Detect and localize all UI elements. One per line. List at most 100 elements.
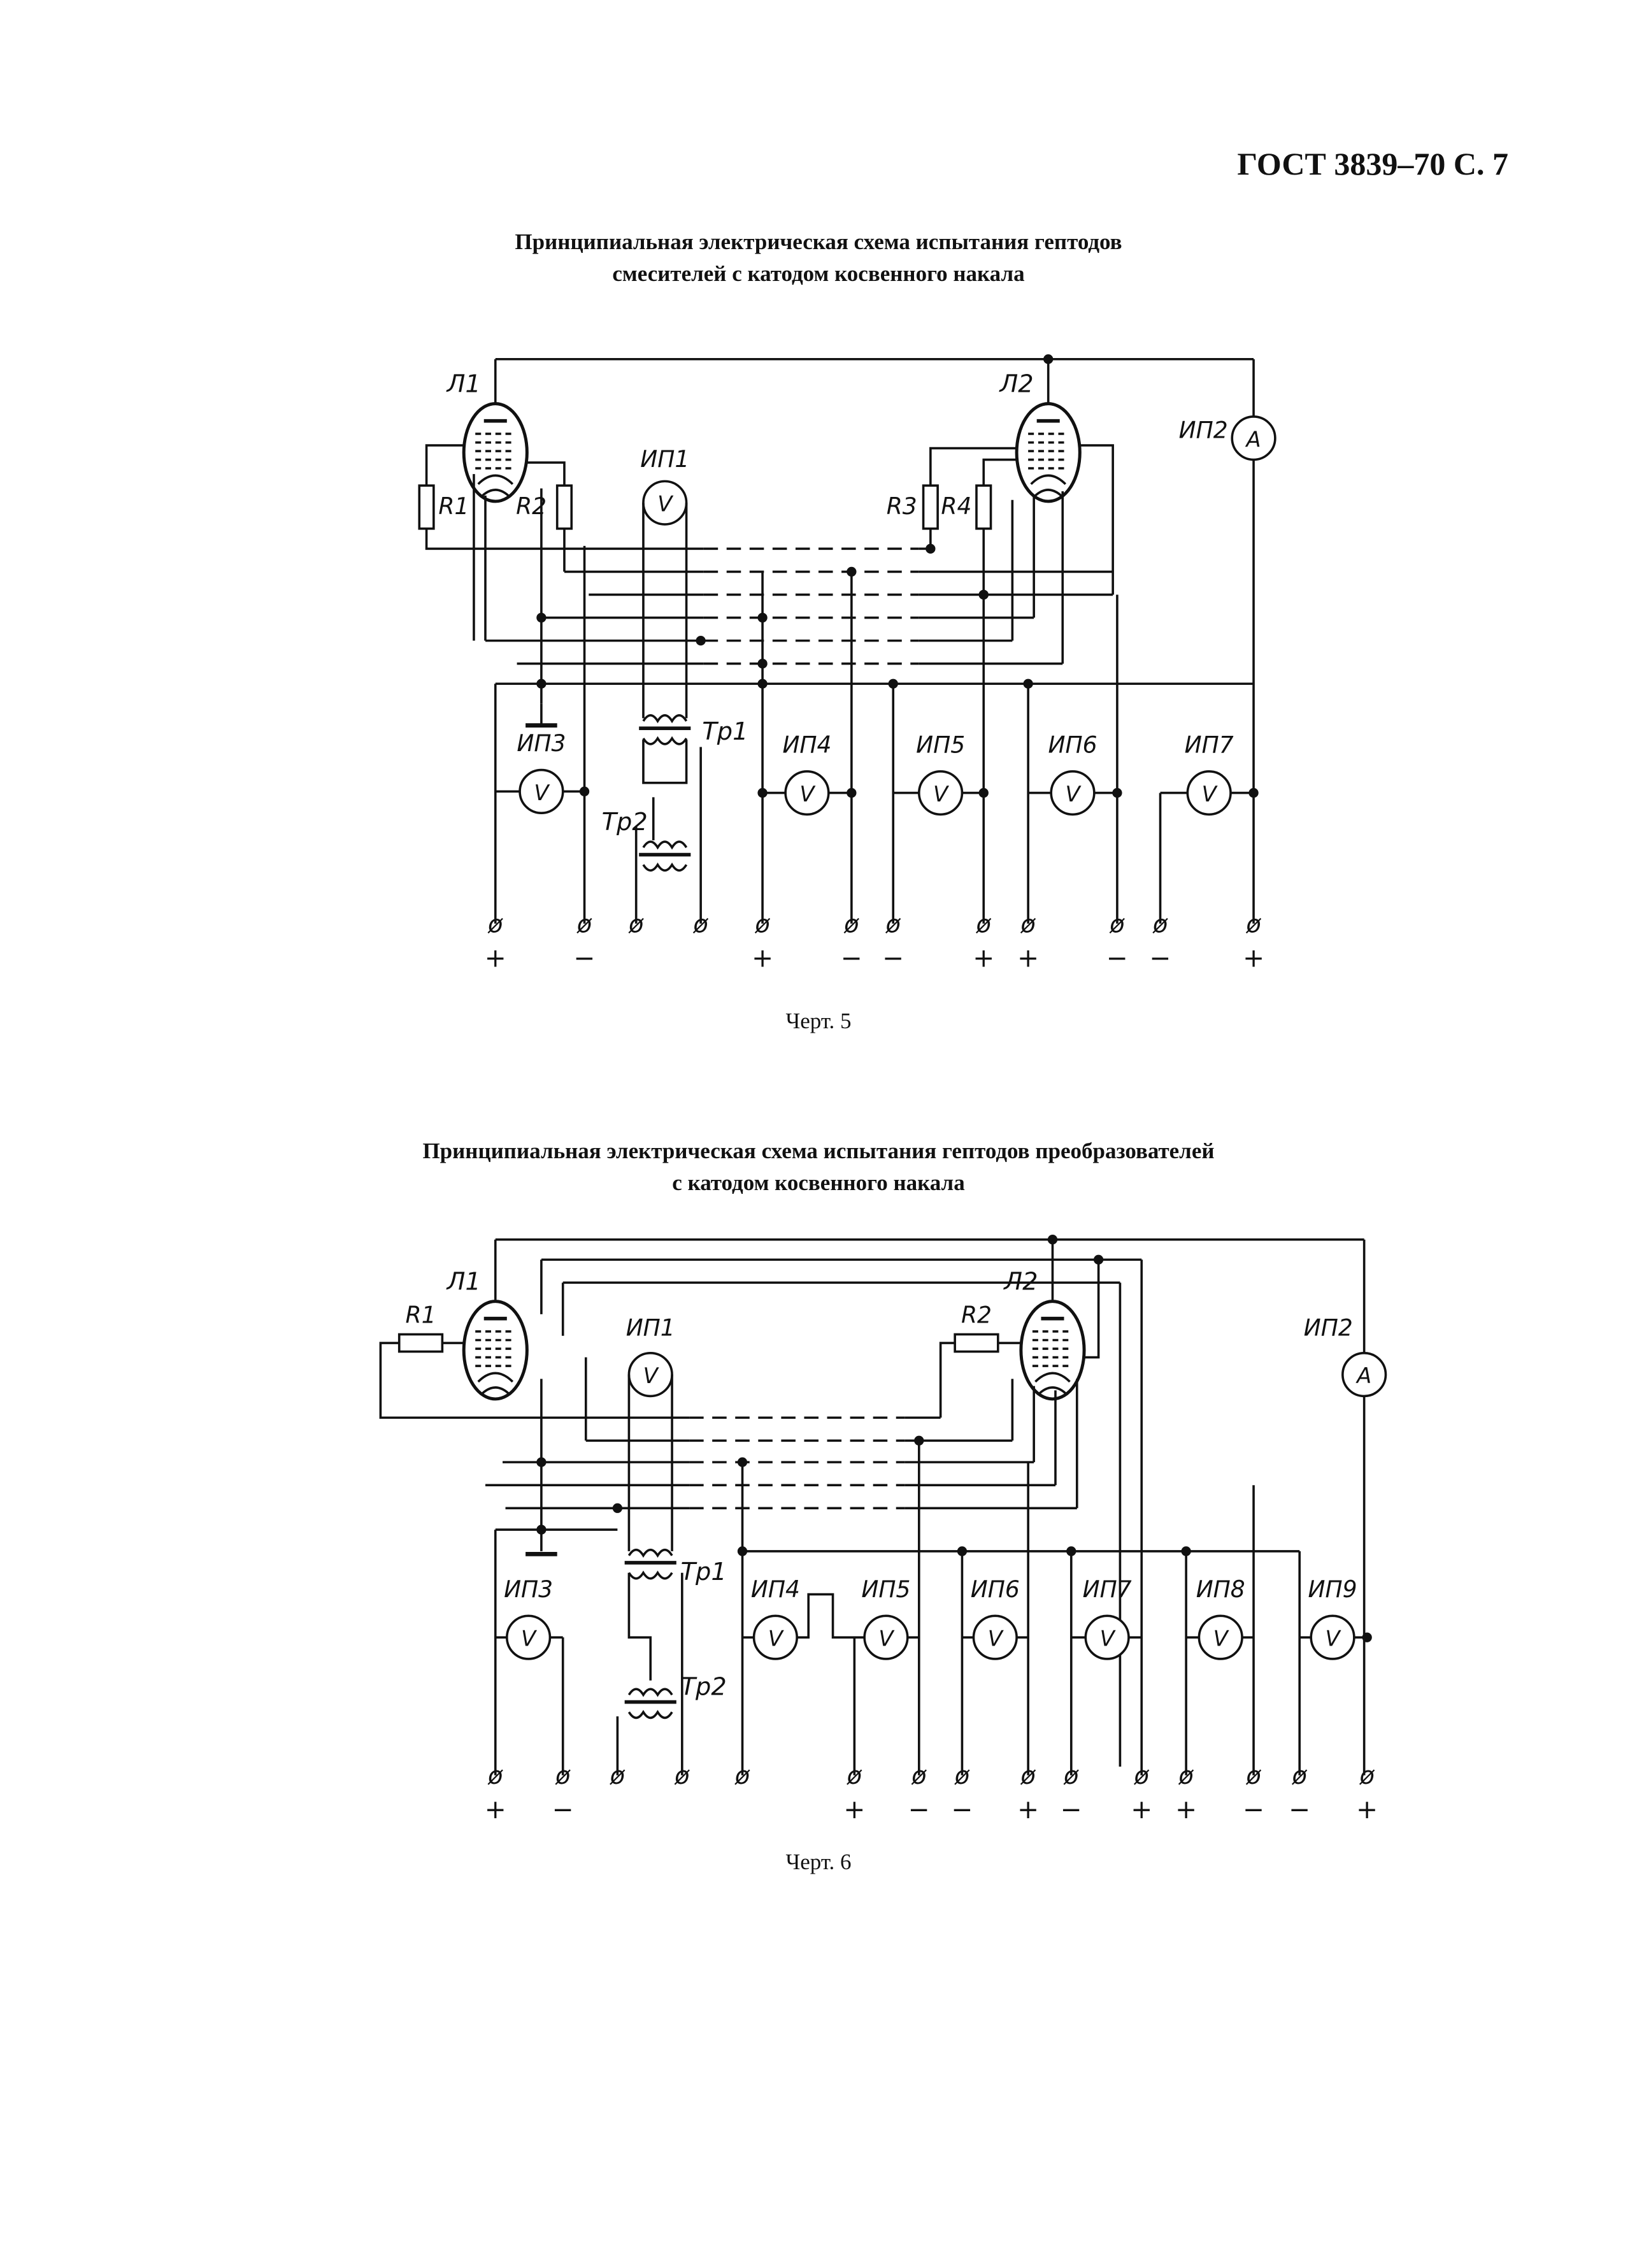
junction-dot <box>579 786 590 796</box>
tube-heater <box>482 1386 510 1395</box>
meter-label: ИП3 <box>517 730 566 757</box>
meter-label: ИП1 <box>640 446 689 473</box>
terminal-symbol: ø <box>1134 1762 1150 1790</box>
terminal-sign: − <box>951 1794 973 1825</box>
terminal-symbol: ø <box>487 1762 503 1790</box>
figure5-title: Принципиальная электрическая схема испыт… <box>0 226 1637 290</box>
resistor-label-R1: R1 <box>438 493 469 520</box>
transformer-label: Тр2 <box>681 1672 727 1701</box>
meter-ИП1: V ИП1 <box>640 446 689 526</box>
junction-dot <box>978 787 989 798</box>
tube-Л2: Л2 <box>1003 1268 1086 1401</box>
wire <box>1080 444 1114 595</box>
transformer <box>624 1688 676 1719</box>
terminal-symbol: ø <box>1109 910 1125 938</box>
junction-dot <box>1362 1632 1372 1642</box>
meter-label: ИП6 <box>971 1576 1020 1603</box>
terminal-sign: + <box>485 1794 506 1825</box>
figure6-title-line1: Принципиальная электрическая схема испыт… <box>422 1138 1215 1163</box>
meter-label: ИП4 <box>751 1576 800 1603</box>
terminal-sign: + <box>843 1794 865 1825</box>
wire <box>425 444 464 486</box>
terminal-sign: − <box>574 942 596 973</box>
terminal-symbol: ø <box>674 1762 690 1790</box>
meter-ИП5: V ИП5 <box>916 731 965 816</box>
meter-label: ИП5 <box>861 1576 910 1603</box>
terminal-symbol: ø <box>610 1762 625 1790</box>
junction-dot <box>847 787 857 798</box>
terminal-symbol: ø <box>1020 1762 1036 1790</box>
transformer-winding <box>642 714 688 724</box>
meter-label: ИП8 <box>1196 1576 1245 1603</box>
terminal-symbol: ø <box>1245 1762 1261 1790</box>
meter-symbol: V <box>643 1363 660 1388</box>
terminal-symbol: ø <box>628 910 644 938</box>
terminal-sign: + <box>1356 1794 1378 1825</box>
meter-symbol: V <box>1100 1626 1117 1651</box>
meter-ИП6: V ИП6 <box>1048 731 1097 816</box>
terminal-symbol: ø <box>954 1762 970 1790</box>
tube-Л1: Л1 <box>446 1268 529 1401</box>
transformer <box>639 714 691 745</box>
meter-label: ИП9 <box>1308 1576 1357 1603</box>
terminal-symbol: ø <box>1020 910 1036 938</box>
terminal-symbol: ø <box>976 910 992 938</box>
wire <box>1084 1260 1100 1359</box>
transformer <box>639 840 691 872</box>
meter-label: ИП4 <box>782 731 831 758</box>
terminal-symbol: ø <box>1152 910 1168 938</box>
terminal-sign: + <box>973 942 994 973</box>
meter-symbol: V <box>657 492 674 517</box>
meter-label: ИП1 <box>626 1315 675 1342</box>
junction-dot <box>696 635 706 646</box>
terminal-sign: + <box>485 942 506 973</box>
meter-ИП8: V ИП8 <box>1196 1576 1245 1660</box>
meter-label: ИП2 <box>1304 1315 1353 1342</box>
resistor-R3 <box>922 484 939 530</box>
meter-symbol: V <box>1213 1626 1230 1651</box>
wire <box>939 1342 955 1418</box>
junction-dot <box>757 787 768 798</box>
resistor-R1 <box>397 1333 444 1353</box>
tube-cathode <box>1030 474 1067 485</box>
wire <box>642 740 688 784</box>
terminal-sign: − <box>882 942 904 973</box>
meter-symbol: V <box>933 782 950 807</box>
transformer-label: Тр1 <box>702 717 748 746</box>
wire <box>929 447 1017 486</box>
resistor-R4 <box>975 484 992 530</box>
meter-label: ИП5 <box>916 731 965 758</box>
terminal-sign: − <box>1061 1794 1082 1825</box>
meter-symbol: A <box>1355 1363 1371 1388</box>
meter-symbol: V <box>521 1626 538 1651</box>
tube-label: Л2 <box>1003 1268 1038 1296</box>
terminal-sign: − <box>1106 942 1128 973</box>
meter-symbol: V <box>534 780 550 805</box>
terminal-symbol: ø <box>576 910 592 938</box>
terminal-symbol: ø <box>1291 1762 1307 1790</box>
meter-label: ИП6 <box>1048 731 1097 758</box>
meter-symbol: V <box>1065 782 1082 807</box>
tube-label: Л2 <box>999 370 1034 399</box>
tube-envelope <box>462 1300 529 1401</box>
terminal-sign: − <box>1243 1794 1264 1825</box>
terminal-sign: + <box>1131 1794 1152 1825</box>
transformer-winding <box>642 862 688 872</box>
figure6-title: Принципиальная электрическая схема испыт… <box>0 1135 1637 1199</box>
terminal-symbol: ø <box>487 910 503 938</box>
terminal-symbol: ø <box>1178 1762 1194 1790</box>
terminal-sign: + <box>752 942 773 973</box>
terminal-symbol: ø <box>692 910 708 938</box>
terminal-symbol: ø <box>847 1762 862 1790</box>
resistor-label-R1: R1 <box>406 1302 436 1328</box>
meter-ИП3: V ИП3 <box>517 730 566 814</box>
transformer-winding <box>642 840 688 850</box>
tube-label: Л1 <box>446 1268 481 1296</box>
tube-Л1: Л1 <box>446 370 529 503</box>
meter-label: ИП7 <box>1185 731 1234 758</box>
tube-label: Л1 <box>446 370 481 399</box>
